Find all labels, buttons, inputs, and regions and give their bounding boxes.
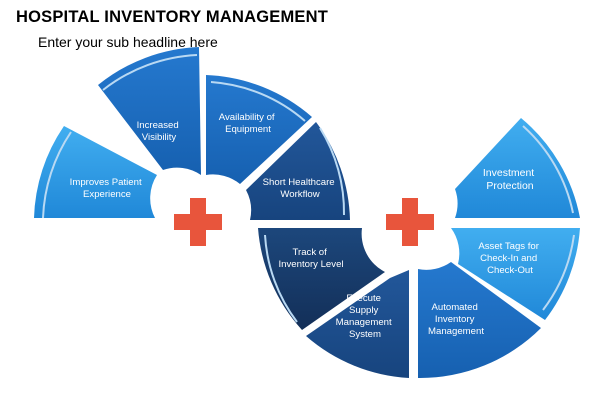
segment-asset-tags [451,228,580,320]
label-track-of-inventory-level: Track of Inventory Level [278,247,343,270]
segment-availability-of-equipment [206,75,312,184]
left-wheel [34,47,409,378]
segment-investment-protection [455,118,580,218]
segment-improves-patient-experience [34,126,157,218]
label-asset-tags: Asset Tags for Check-In and Check-Out [478,241,541,276]
medical-cross-icon [174,198,222,246]
page-subtitle: Enter your sub headline here [38,34,218,50]
segment-labels: Improves Patient Experience Increased Vi… [70,112,541,340]
label-availability-of-equipment: Availability of Equipment [219,112,278,135]
segment-automated-inventory-management [418,262,541,379]
segment-track-of-inventory-level [258,228,385,330]
label-increased-visibility: Increased Visibility [137,120,182,143]
label-automated-inventory-management: Automated Inventory Management [428,302,484,337]
label-execute-supply-management-system: Execute Supply Management System [336,293,395,340]
page-title: HOSPITAL INVENTORY MANAGEMENT [16,8,328,26]
segment-increased-visibility [98,47,201,175]
right-wheel [418,118,580,379]
label-investment-protection: Investment Protection [483,167,537,192]
segment-short-healthcare-workflow [246,122,350,220]
decorative-rings [42,54,575,323]
medical-cross-icon [386,198,434,246]
segment-execute-supply-management [306,270,409,378]
label-short-healthcare-workflow: Short Healthcare Workflow [263,177,338,200]
label-improves-patient-experience: Improves Patient Experience [70,177,145,200]
